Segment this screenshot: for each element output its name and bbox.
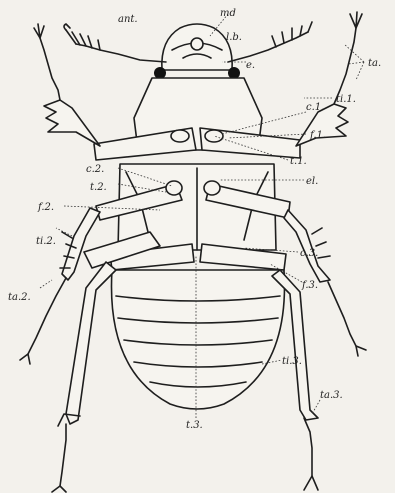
label-t2: t.2. [90,182,107,193]
label-f2: f.2. [37,202,54,213]
label-f1: f.1. [309,130,326,141]
label-ta3: ta.3. [320,390,343,401]
label-c2: c.2. [86,164,104,175]
label-ta: ta. [368,58,381,69]
label-e: e. [246,60,255,71]
label-c1: c.1. [306,102,324,113]
label-f3: f.3. [301,280,318,291]
label-ta2: ta.2. [8,292,31,303]
label-t3: t.3. [186,420,203,431]
label-ti1: ti.1. [336,94,356,105]
label-c3: c.3. [300,248,318,259]
label-ti3: ti.3. [282,356,302,367]
label-ti2: ti.2. [36,236,56,247]
label-lb: l.b. [226,32,242,43]
label-ant: ant. [118,14,138,25]
label-t1: t.1. [290,156,307,167]
label-el: el. [306,176,318,187]
label-md: md [220,8,236,19]
